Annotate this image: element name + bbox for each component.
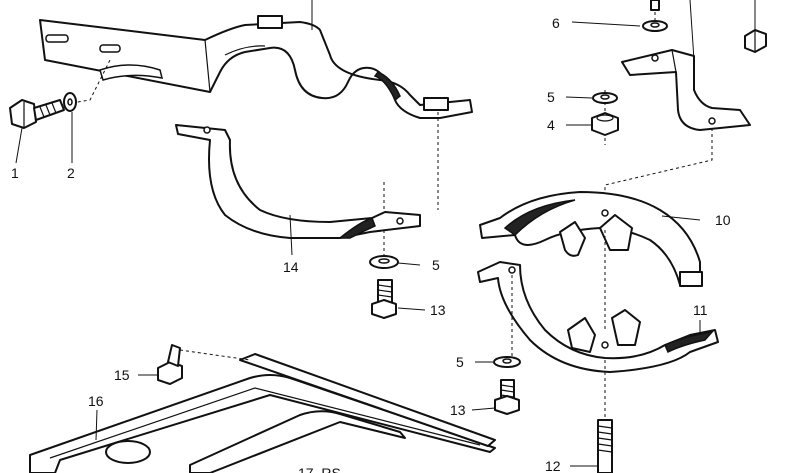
hex-nut-4 [591, 112, 619, 136]
callout-1: 1 [11, 165, 19, 181]
assembly-line-upper-bracket [383, 112, 439, 258]
callout-5-upper: 5 [547, 89, 555, 105]
callout-labels: 1 2 4 5 5 5 6 10 11 12 13 13 14 15 16 17… [11, 15, 731, 473]
callout-15: 15 [114, 367, 130, 383]
assembly-line-clamp [511, 230, 606, 420]
hex-bolt-lower [494, 379, 520, 415]
washer-middle [369, 255, 399, 269]
lower-clamp-half [477, 261, 719, 373]
callout-11: 11 [693, 302, 708, 318]
callout-13-lower: 13 [450, 402, 466, 418]
callout-13-middle: 13 [430, 302, 446, 318]
washer-top [642, 20, 668, 32]
callout-10: 10 [715, 212, 731, 228]
assembly-line-bolt-left [59, 59, 111, 106]
hex-nut-top-right [744, 29, 767, 53]
callout-5-lower: 5 [456, 354, 464, 370]
upper-right-bracket [621, 49, 751, 131]
base-cover-plate [29, 353, 496, 473]
upper-clamp-half [479, 191, 703, 287]
upper-mounting-bracket [39, 15, 473, 119]
lower-strap-bracket [175, 124, 421, 239]
callout-14: 14 [283, 259, 299, 275]
hex-bolt [9, 99, 65, 129]
callout-17: 17–RS [298, 465, 341, 473]
threaded-stud [597, 419, 613, 473]
mounting-screw [157, 344, 183, 385]
callout-5-middle: 5 [432, 257, 440, 273]
callout-16: 16 [88, 393, 104, 409]
leader-lines [15, 0, 701, 467]
washer-lower [493, 356, 521, 368]
callout-4: 4 [547, 117, 555, 133]
stud-top [650, 0, 660, 11]
hex-bolt-middle [371, 279, 397, 319]
washer-right-upper [592, 92, 618, 104]
callout-2: 2 [67, 165, 75, 181]
callout-12: 12 [545, 458, 561, 473]
callout-6: 6 [552, 15, 560, 31]
flat-washer [63, 92, 77, 112]
assembly-line-screw [179, 349, 251, 361]
